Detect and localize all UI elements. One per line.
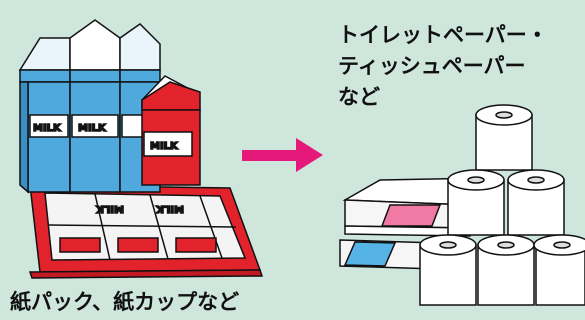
right-caption: トイレットペーパー・ ティッシュペーパー など — [338, 20, 548, 113]
milk-carton-1: MILK — [18, 37, 71, 194]
milk-carton-4: MILK — [141, 75, 201, 186]
roll-top — [475, 104, 533, 171]
flattened-cartons: MILK MILK — [28, 184, 264, 279]
roll-bottom-left — [419, 234, 477, 306]
carton-label-1: MILK — [33, 123, 62, 134]
flat-milk-text-2: MILK — [155, 203, 184, 214]
right-caption-line-3: など — [338, 85, 380, 109]
roll-bottom-middle — [477, 234, 535, 306]
arrow-right-icon — [242, 138, 323, 172]
milk-carton-2: MILK — [69, 19, 121, 193]
carton-label-2: MILK — [78, 123, 107, 134]
right-caption-line-1: トイレットペーパー・ — [338, 23, 548, 47]
roll-bottom-right — [533, 234, 585, 306]
carton-label-4: MILK — [150, 141, 179, 152]
toilet-paper-rolls — [419, 104, 585, 306]
right-caption-line-2: ティッシュペーパー — [338, 54, 526, 78]
left-caption: 紙パック、紙カップなど — [10, 290, 240, 314]
roll-middle-right — [507, 169, 565, 236]
roll-middle-left — [447, 169, 505, 236]
flat-milk-text-1: MILK — [95, 203, 124, 214]
